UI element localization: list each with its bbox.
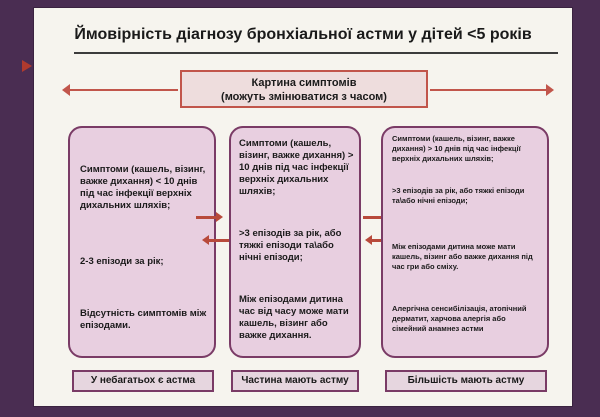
column-2-item-1: Симптоми (кашель, візинг, важке дихання)… xyxy=(239,138,354,197)
symptom-pattern-box: Картина симптомів (можуть змінюватися з … xyxy=(180,70,428,108)
column-3-item-3: Між епізодами дитина може мати кашель, в… xyxy=(392,242,533,271)
column-3-item-4: Алергічна сенсибілізація, атопічний дерм… xyxy=(392,304,527,333)
column-1-item-1: Симптоми (кашель, візинг, важке дихання)… xyxy=(80,164,206,211)
arrow-right-icon-1 xyxy=(196,212,223,222)
label-some-asthma: Частина мають астму xyxy=(231,370,359,392)
slide: Ймовірність діагнозу бронхіальної астми … xyxy=(22,8,572,406)
column-1-item-3: Відсутність симптомів між епізодами. xyxy=(80,308,207,331)
column-most-asthma: Симптоми (кашель, візинг, важке дихання)… xyxy=(381,126,549,358)
column-3-item-2: >3 епізодів за рік, або тяжкі епізоди та… xyxy=(392,186,525,205)
symptom-pattern-line1: Картина симптомів xyxy=(251,77,357,89)
title-underline xyxy=(74,52,558,54)
right-arrow-icon xyxy=(430,84,554,96)
column-3-item-1: Симптоми (кашель, візинг, важке дихання)… xyxy=(392,134,521,163)
label-few-asthma: У небагатьох є астма xyxy=(72,370,214,392)
slide-marker-arrow-icon xyxy=(22,60,32,72)
column-few-asthma: Симптоми (кашель, візинг, важке дихання)… xyxy=(68,126,216,358)
symptom-pattern-line2: (можуть змінюватися з часом) xyxy=(221,91,387,103)
column-2-item-2: >3 епізодів за рік, або тяжкі епізоди та… xyxy=(239,228,342,263)
slide-title: Ймовірність діагнозу бронхіальної астми … xyxy=(74,26,532,43)
column-1-item-2: 2-3 епізоди за рік; xyxy=(80,256,164,267)
column-2-item-3: Між епізодами дитина час від часу може м… xyxy=(239,294,349,341)
arrow-left-icon-1 xyxy=(202,235,229,245)
column-some-asthma: Симптоми (кашель, візинг, важке дихання)… xyxy=(229,126,361,358)
label-most-asthma: Більшість мають астму xyxy=(385,370,547,392)
left-arrow-icon xyxy=(62,84,178,96)
